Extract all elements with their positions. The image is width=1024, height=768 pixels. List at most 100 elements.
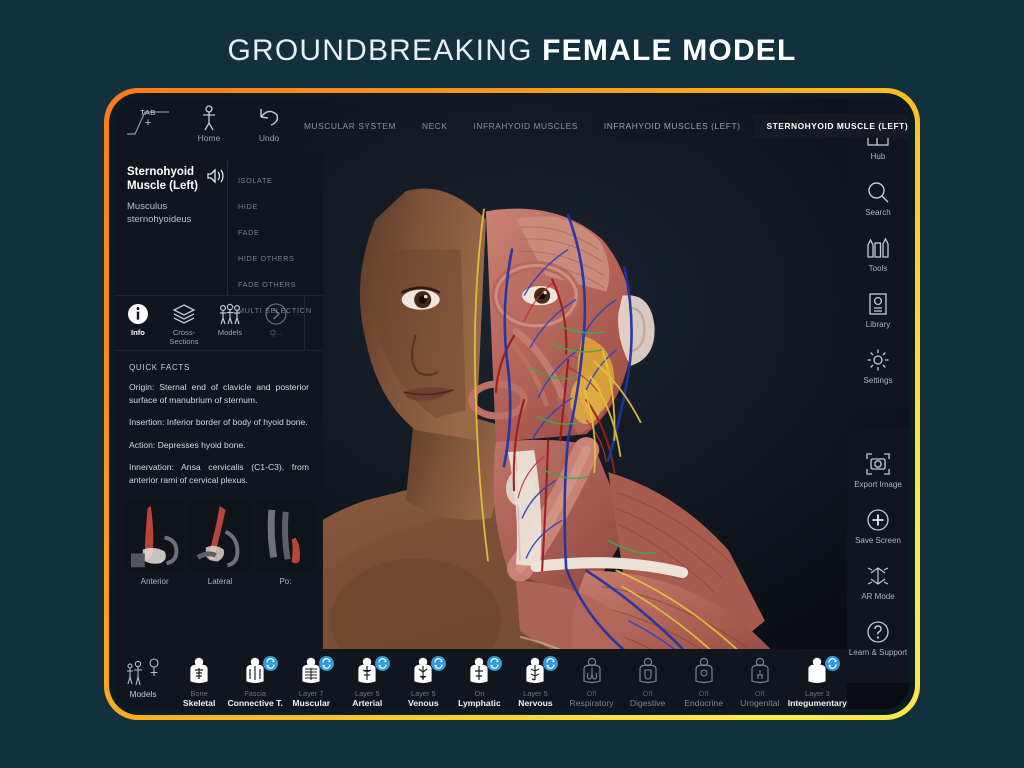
action-fade[interactable]: FADE bbox=[238, 227, 260, 237]
thumbnail-lateral[interactable]: Lateral bbox=[190, 502, 250, 586]
breadcrumb-item-1[interactable]: NECK bbox=[422, 121, 448, 131]
tab-cross-sections[interactable]: Cross-Sections bbox=[161, 303, 207, 346]
tab-info-label: Info bbox=[131, 328, 145, 337]
layer-icon-wrap bbox=[795, 656, 841, 687]
new-tab-button[interactable]: TAB + bbox=[125, 105, 171, 139]
layer-state-label: Off bbox=[698, 689, 709, 698]
rail-item-tools-label: Tools bbox=[868, 264, 888, 273]
home-label: Home bbox=[197, 133, 221, 143]
breadcrumb-item-0[interactable]: MUSCULAR SYSTEM bbox=[304, 121, 397, 131]
rail-item-search-label: Search bbox=[865, 208, 891, 217]
structure-header: Sternohyoid Muscle (Left) Musculus stern… bbox=[115, 151, 323, 315]
breadcrumb-item-4[interactable]: STERNOHYOID MUSCLE (LEFT) bbox=[753, 114, 909, 138]
home-button[interactable]: Home bbox=[187, 105, 231, 143]
layer-state-label: Layer 7 bbox=[298, 689, 324, 698]
tabs-divider bbox=[304, 296, 305, 350]
layer-name-label: Venous bbox=[408, 698, 439, 708]
rail-item-ar-mode[interactable]: AR Mode bbox=[847, 555, 909, 611]
layer-name-label: Integumentary bbox=[787, 698, 847, 708]
right-rail-top: Hub Search Tools bbox=[847, 99, 909, 407]
layer-state-label: Bone bbox=[190, 689, 208, 698]
quick-fact-3: Innervation: Ansa cervicalis (C1-C3), fr… bbox=[129, 462, 309, 485]
plus-circle-icon bbox=[867, 509, 889, 531]
thumbnail-anterior[interactable]: Anterior bbox=[125, 502, 185, 586]
thumbnail-caption: Po: bbox=[279, 577, 292, 586]
rail-item-save-screen[interactable]: Save Screen bbox=[847, 499, 909, 555]
sync-badge[interactable] bbox=[825, 656, 841, 671]
page-title-light: GROUNDBREAKING bbox=[227, 34, 543, 67]
rail-item-library[interactable]: Library bbox=[847, 283, 909, 339]
rail-item-learn-support[interactable]: Learn & Support bbox=[847, 611, 909, 667]
layer-name-label: Arterial bbox=[352, 698, 383, 708]
structure-names: Sternohyoid Muscle (Left) Musculus stern… bbox=[115, 161, 227, 295]
action-hide-others[interactable]: HIDE OTHERS bbox=[238, 253, 295, 263]
rail-item-settings[interactable]: Settings bbox=[847, 339, 909, 395]
tab-shape-icon bbox=[127, 111, 169, 135]
layer-name-label: Digestive bbox=[629, 698, 666, 708]
tab-models-label: Models bbox=[217, 328, 243, 337]
layer-name-label: Nervous bbox=[518, 698, 553, 708]
undo-arrow-icon bbox=[260, 109, 279, 126]
speaker-icon[interactable] bbox=[207, 168, 227, 189]
gear-icon bbox=[867, 349, 889, 371]
tab-models[interactable]: Models bbox=[207, 303, 253, 337]
breadcrumb-item-2[interactable]: INFRAHYOID MUSCLES bbox=[473, 121, 578, 131]
layer-name-label: Respiratory bbox=[569, 698, 614, 708]
layer-icon-wrap bbox=[457, 656, 503, 687]
action-isolate[interactable]: ISOLATE bbox=[238, 175, 273, 185]
new-tab-label: TAB bbox=[140, 108, 156, 117]
sync-badge[interactable] bbox=[487, 656, 503, 671]
layer-name-label: Connective T. bbox=[227, 698, 283, 708]
thumbnail-image bbox=[190, 502, 250, 572]
camera-icon bbox=[866, 453, 890, 475]
rail-item-tools[interactable]: Tools bbox=[847, 227, 909, 283]
tab-info[interactable]: Info bbox=[115, 303, 161, 337]
layer-icon-wrap bbox=[289, 656, 335, 687]
sync-badge[interactable] bbox=[543, 656, 559, 671]
rail-item-search[interactable]: Search bbox=[847, 171, 909, 227]
layer-icon-wrap bbox=[177, 657, 221, 687]
page-title: GROUNDBREAKING FEMALE MODEL bbox=[0, 34, 1024, 68]
tab-more-label: Q... bbox=[269, 328, 283, 337]
layer-name-label: Endocrine bbox=[684, 698, 723, 708]
thumbnail-po[interactable]: Po: bbox=[255, 502, 315, 586]
layers-icon bbox=[172, 304, 196, 324]
layer-icon-wrap bbox=[738, 657, 782, 687]
layer-state-label: Layer 3 bbox=[805, 689, 830, 698]
sync-badge[interactable] bbox=[431, 656, 447, 671]
sync-badge[interactable] bbox=[375, 656, 391, 671]
layer-name-label: Models bbox=[129, 689, 157, 699]
new-tab-plus: + bbox=[144, 116, 152, 129]
action-hide[interactable]: HIDE bbox=[238, 201, 258, 211]
sync-badge[interactable] bbox=[263, 656, 279, 671]
layer-icon-wrap bbox=[570, 657, 614, 687]
layer-name-label: Muscular bbox=[292, 698, 331, 708]
action-fade-others[interactable]: FADE OTHERS bbox=[238, 279, 297, 289]
undo-button[interactable]: Undo bbox=[247, 105, 291, 143]
breadcrumb-item-3[interactable]: INFRAHYOID MUSCLES (LEFT) bbox=[590, 114, 754, 138]
thumbnail-caption: Anterior bbox=[140, 577, 169, 586]
layer-icon-wrap bbox=[626, 657, 670, 687]
breadcrumb: MUSCULAR SYSTEM NECK INFRAHYOID MUSCLES INF… bbox=[291, 111, 909, 141]
sync-badge[interactable] bbox=[319, 656, 335, 671]
anatomy-3d-viewport[interactable] bbox=[115, 99, 909, 709]
layer-models[interactable]: Models bbox=[115, 653, 171, 700]
rail-item-export-image[interactable]: Export Image bbox=[847, 443, 909, 499]
tab-more[interactable]: Q... bbox=[253, 303, 299, 337]
layer-state-label: Layer 5 bbox=[354, 689, 380, 698]
